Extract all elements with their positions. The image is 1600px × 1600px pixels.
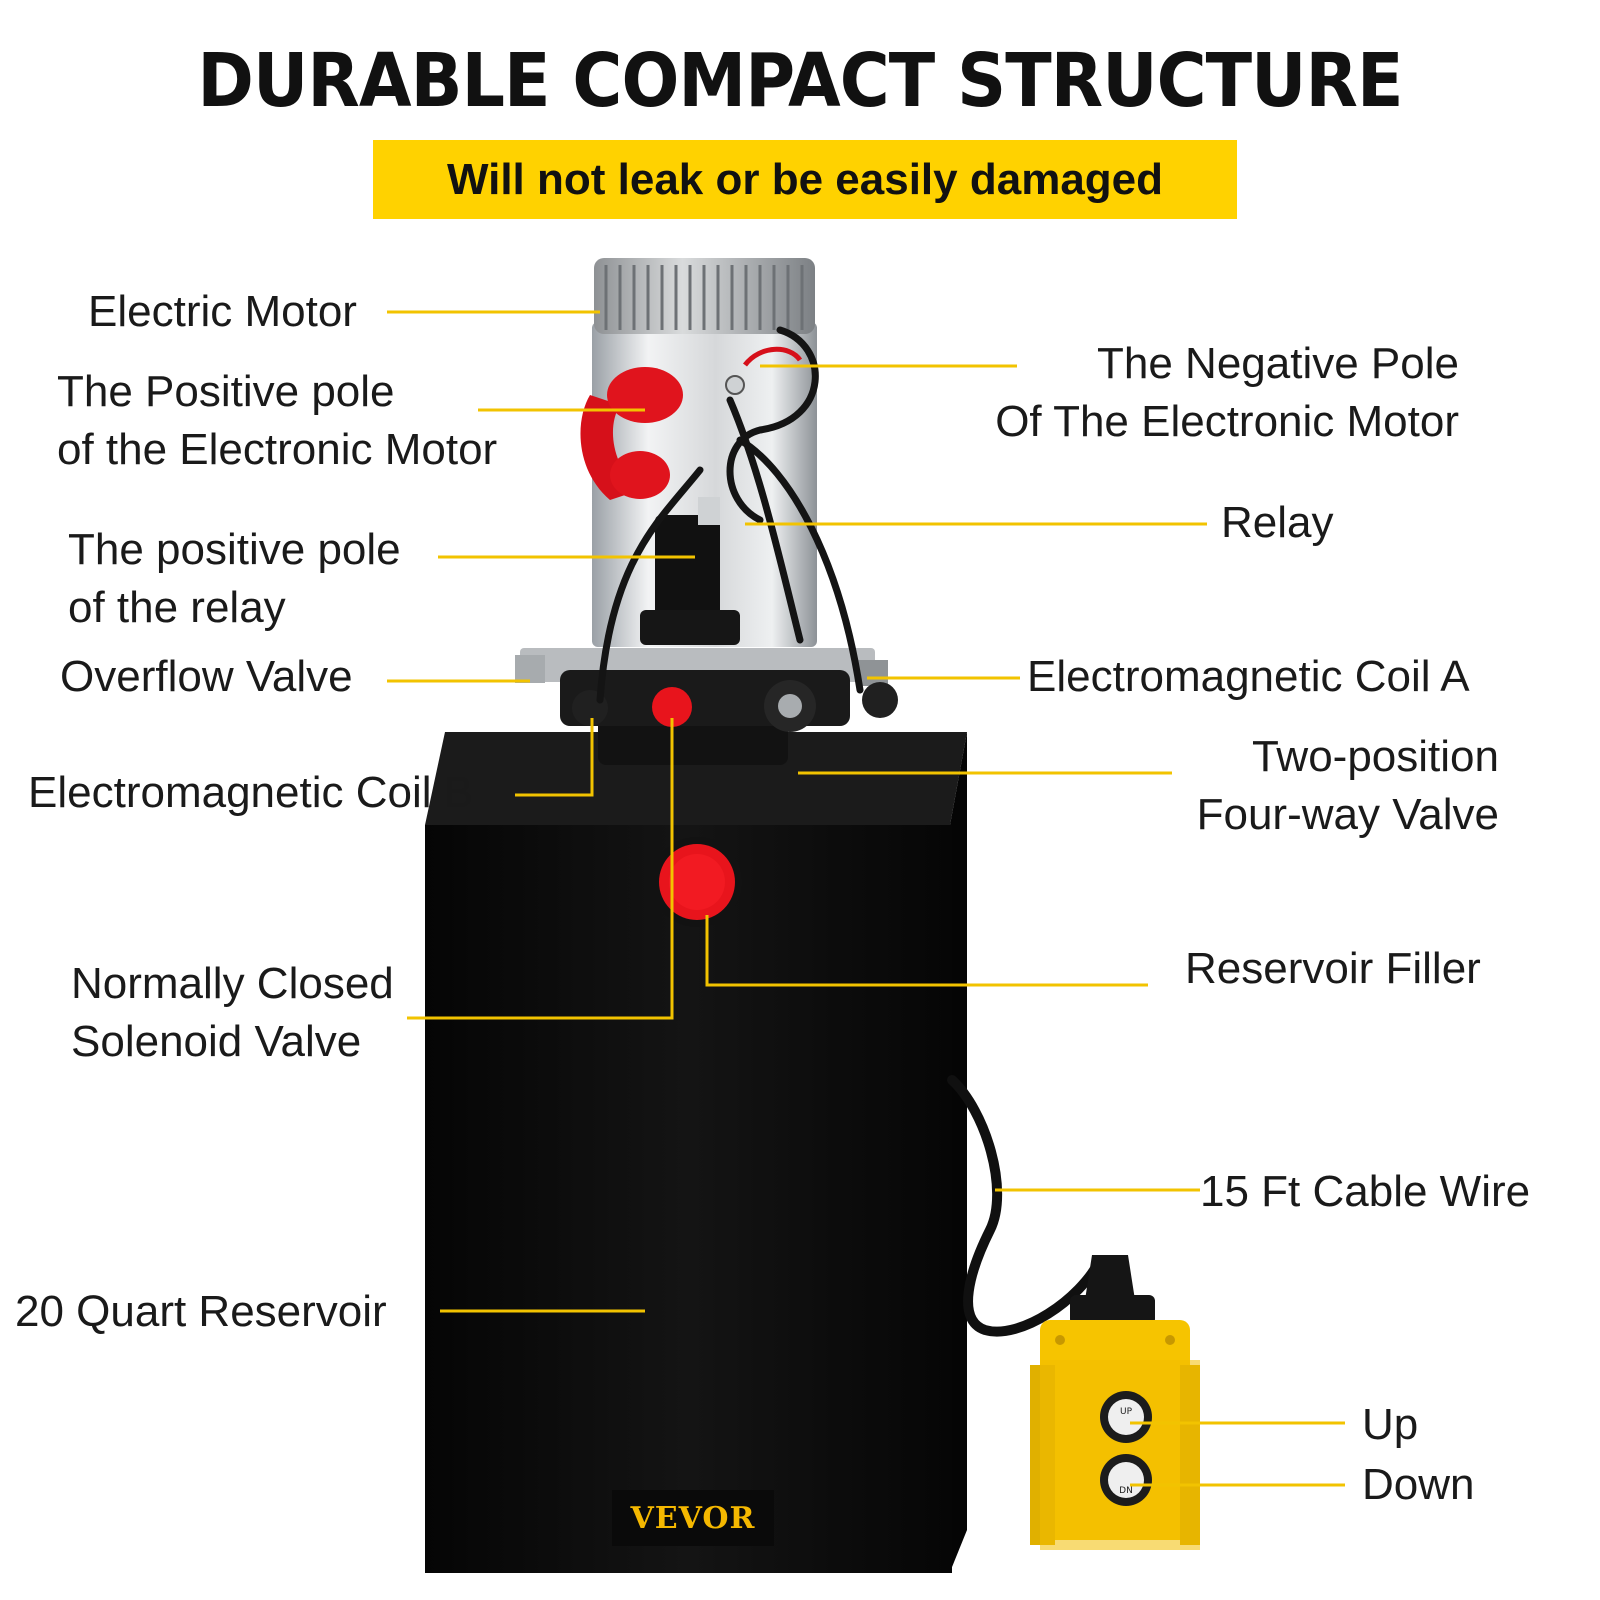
remote-down-text: DN xyxy=(1119,1486,1133,1496)
label-normally-closed-line1: Normally Closed xyxy=(71,959,394,1008)
label-four-way-valve-line2: Four-way Valve xyxy=(1196,790,1499,839)
label-down: Down xyxy=(1362,1460,1475,1509)
label-overflow-valve: Overflow Valve xyxy=(60,652,353,701)
label-normally-closed-line2: Solenoid Valve xyxy=(71,1017,362,1066)
label-coil-b: Electromagnetic Coil B xyxy=(28,768,474,817)
label-relay: Relay xyxy=(1221,498,1334,547)
label-negative-pole-line1: The Negative Pole xyxy=(1097,339,1459,388)
label-positive-pole-motor: The Positive pole of the Electronic Moto… xyxy=(57,363,497,479)
valve-block xyxy=(515,648,898,732)
label-negative-pole-line2: Of The Electronic Motor xyxy=(995,397,1459,446)
subtitle-banner: Will not leak or be easily damaged xyxy=(373,140,1237,219)
motor-end-cap xyxy=(594,258,815,334)
brand-logo-text: VEVOR xyxy=(630,1500,756,1536)
label-four-way-valve: Two-position Four-way Valve xyxy=(1197,728,1499,844)
reservoir-filler-cap xyxy=(652,837,742,927)
label-normally-closed-solenoid: Normally Closed Solenoid Valve xyxy=(71,955,394,1071)
label-20-quart-reservoir: 20 Quart Reservoir xyxy=(15,1287,387,1336)
page-title: DURABLE COMPACT STRUCTURE xyxy=(197,38,1403,124)
label-reservoir-filler: Reservoir Filler xyxy=(1185,944,1481,993)
label-four-way-valve-line1: Two-position xyxy=(1251,732,1499,781)
solenoid-red-cap xyxy=(652,687,692,727)
label-positive-pole-motor-line2: of the Electronic Motor xyxy=(57,425,498,474)
label-positive-pole-relay: The positive pole of the relay xyxy=(68,521,401,637)
label-coil-a: Electromagnetic Coil A xyxy=(1027,652,1470,701)
label-electric-motor: Electric Motor xyxy=(88,287,357,336)
relay-body xyxy=(640,497,740,645)
motor-wiring xyxy=(596,326,864,704)
label-negative-pole-motor: The Negative Pole Of The Electronic Moto… xyxy=(995,335,1459,451)
label-up: Up xyxy=(1362,1400,1419,1449)
remote-control: UP DN xyxy=(1030,1255,1200,1550)
label-cable-wire: 15 Ft Cable Wire xyxy=(1200,1167,1531,1216)
brand-logo: VEVOR xyxy=(612,1490,774,1546)
reservoir-tank xyxy=(425,732,967,1573)
label-positive-pole-relay-line2: of the relay xyxy=(68,583,286,632)
cable-wire xyxy=(947,1075,1105,1337)
label-positive-pole-relay-line1: The positive pole xyxy=(68,525,401,574)
leader-lines xyxy=(387,310,1345,1487)
remote-up-text: UP xyxy=(1120,1407,1133,1417)
label-positive-pole-motor-line1: The Positive pole xyxy=(57,367,395,416)
subtitle-text: Will not leak or be easily damaged xyxy=(446,154,1164,204)
